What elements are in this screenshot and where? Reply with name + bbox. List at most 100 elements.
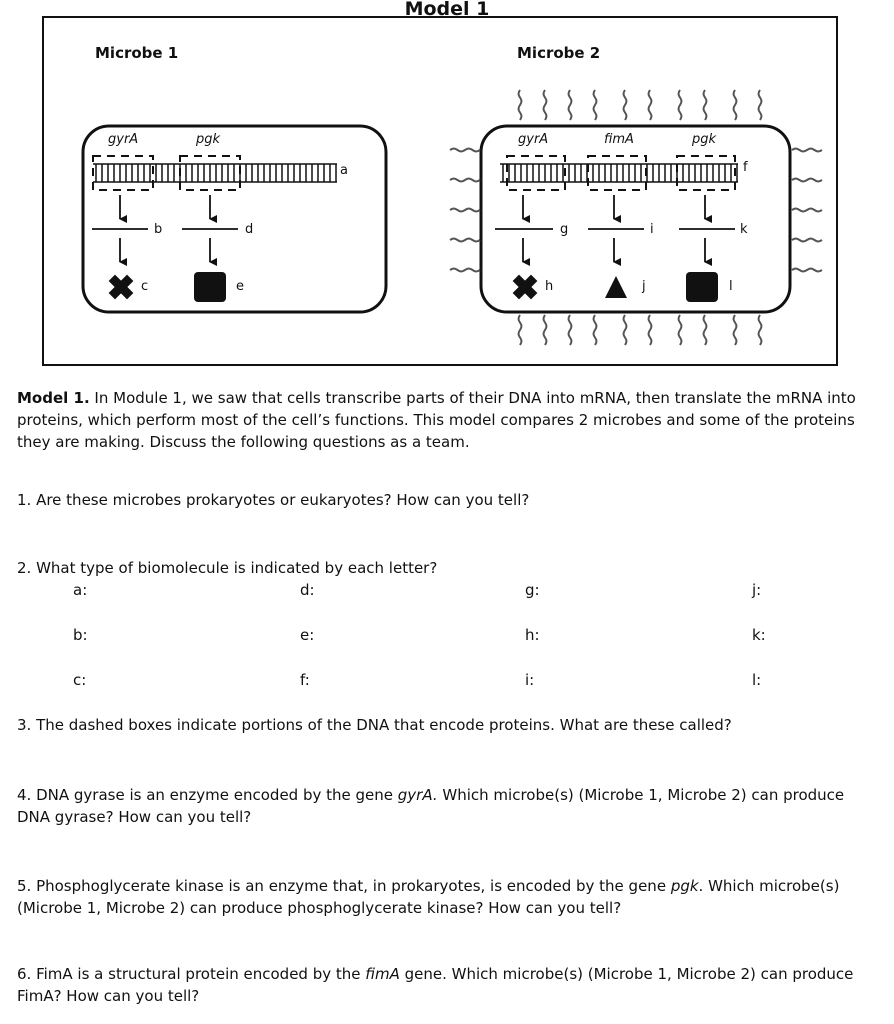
answer-label-a: a:	[73, 581, 88, 599]
pilus	[449, 267, 481, 273]
answer-label-k: k:	[752, 626, 766, 644]
question-6-text-cont: gene. Which microbe(s) (Microbe 1, Micro…	[399, 965, 854, 983]
microbe1-label: Microbe 1	[95, 44, 179, 62]
microbe1-gene-gyrA: gyrA	[108, 132, 139, 147]
microbe2-protein-x-icon	[512, 274, 538, 300]
pilus	[622, 314, 628, 346]
label-b: b	[154, 222, 163, 237]
label-d: d	[245, 222, 254, 237]
pilus	[517, 89, 523, 121]
label-f: f	[743, 160, 748, 175]
label-h: h	[545, 279, 554, 294]
microbe1-protein-x-icon	[108, 274, 134, 300]
question-2: 2. What type of biomolecule is indicated…	[17, 559, 438, 577]
pilus	[542, 89, 548, 121]
microbe2-gene-fimA: fimA	[604, 132, 634, 147]
answer-label-c: c:	[73, 671, 87, 689]
pilus	[567, 89, 573, 121]
label-j: j	[642, 279, 646, 294]
pilus	[791, 267, 823, 273]
microbe2-gyrA-dashed-box	[506, 155, 566, 191]
answer-label-d: d:	[300, 581, 315, 599]
question-4: 4. DNA gyrase is an enzyme encoded by th…	[17, 784, 887, 828]
label-l: l	[729, 279, 733, 294]
pilus	[732, 314, 738, 346]
label-i: i	[650, 222, 654, 237]
pilus	[791, 147, 823, 153]
microbe1-gyrA-dashed-box	[92, 155, 154, 191]
label-e: e	[236, 279, 244, 294]
answer-label-f: f:	[300, 671, 310, 689]
question-5-line2: (Microbe 1, Microbe 2) can produce phosp…	[17, 899, 622, 917]
microbe1-dna	[93, 163, 337, 183]
pilus	[677, 314, 683, 346]
pilus	[791, 237, 823, 243]
pilus	[647, 89, 653, 121]
microbe2-fimA-dashed-box	[587, 155, 647, 191]
microbe2-cell	[479, 124, 792, 314]
pilus	[791, 207, 823, 213]
intro-line2: proteins, which perform most of the cell…	[17, 411, 855, 429]
answer-label-b: b:	[73, 626, 88, 644]
pilus	[702, 89, 708, 121]
pilus	[592, 89, 598, 121]
question-6-text: 6. FimA is a structural protein encoded …	[17, 965, 366, 983]
microbe2-pgk-dashed-box	[676, 155, 736, 191]
pilus	[567, 314, 573, 346]
microbes-diagram	[81, 89, 823, 346]
microbe1-protein-square-icon	[194, 272, 226, 302]
question-1: 1. Are these microbes prokaryotes or euk…	[17, 491, 530, 509]
answer-label-e: e:	[300, 626, 315, 644]
pilus	[647, 314, 653, 346]
answer-label-i: i:	[525, 671, 535, 689]
question-4-line2: DNA gyrase? How can you tell?	[17, 808, 252, 826]
microbe1-cell	[81, 124, 388, 314]
microbe2-fimbriae	[449, 89, 823, 346]
microbe2-dna	[500, 163, 738, 183]
intro-line1: In Module 1, we saw that cells transcrib…	[89, 389, 856, 407]
label-a: a	[340, 163, 348, 178]
microbe2-protein-square-icon	[686, 272, 718, 302]
pilus	[517, 314, 523, 346]
question-6-gene: fimA	[365, 965, 400, 983]
microbe2-label: Microbe 2	[517, 44, 601, 62]
pilus	[757, 314, 763, 346]
answer-label-l: l:	[752, 671, 762, 689]
question-5-text-cont: . Which microbe(s)	[698, 877, 840, 895]
pilus	[791, 177, 823, 183]
microbe2-gene-gyrA: gyrA	[518, 132, 549, 147]
answer-label-j: j:	[752, 581, 762, 599]
pilus	[757, 89, 763, 121]
model-title: Model 1	[404, 0, 490, 20]
label-g: g	[560, 222, 569, 237]
answer-label-g: g:	[525, 581, 540, 599]
question-3: 3. The dashed boxes indicate portions of…	[17, 716, 732, 734]
label-c: c	[141, 279, 149, 294]
microbe2-protein-triangle-icon	[605, 276, 627, 298]
pilus	[449, 207, 481, 213]
question-5-gene: pgk	[670, 877, 699, 895]
pilus	[702, 314, 708, 346]
question-5: 5. Phosphoglycerate kinase is an enzyme …	[17, 875, 887, 919]
pilus	[449, 177, 481, 183]
pilus	[449, 237, 481, 243]
microbe1-pgk-dashed-box	[179, 155, 241, 191]
model-figure	[42, 16, 838, 366]
microbe2-gene-pgk: pgk	[692, 132, 717, 147]
pilus	[677, 89, 683, 121]
pilus	[732, 89, 738, 121]
question-4-gene: gyrA.	[397, 786, 438, 804]
microbe1-gene-pgk: pgk	[196, 132, 221, 147]
question-4-text: 4. DNA gyrase is an enzyme encoded by th…	[17, 786, 398, 804]
question-5-text: 5. Phosphoglycerate kinase is an enzyme …	[17, 877, 671, 895]
pilus	[622, 89, 628, 121]
label-k: k	[740, 222, 748, 237]
pilus	[592, 314, 598, 346]
intro-paragraph: Model 1. In Module 1, we saw that cells …	[17, 387, 887, 453]
answer-label-h: h:	[525, 626, 540, 644]
intro-line3: they are making. Discuss the following q…	[17, 433, 470, 451]
question-6-line2: FimA? How can you tell?	[17, 987, 200, 1005]
question-4-text-cont: Which microbe(s) (Microbe 1, Microbe 2) …	[437, 786, 845, 804]
pilus	[542, 314, 548, 346]
intro-lead: Model 1.	[17, 389, 90, 407]
